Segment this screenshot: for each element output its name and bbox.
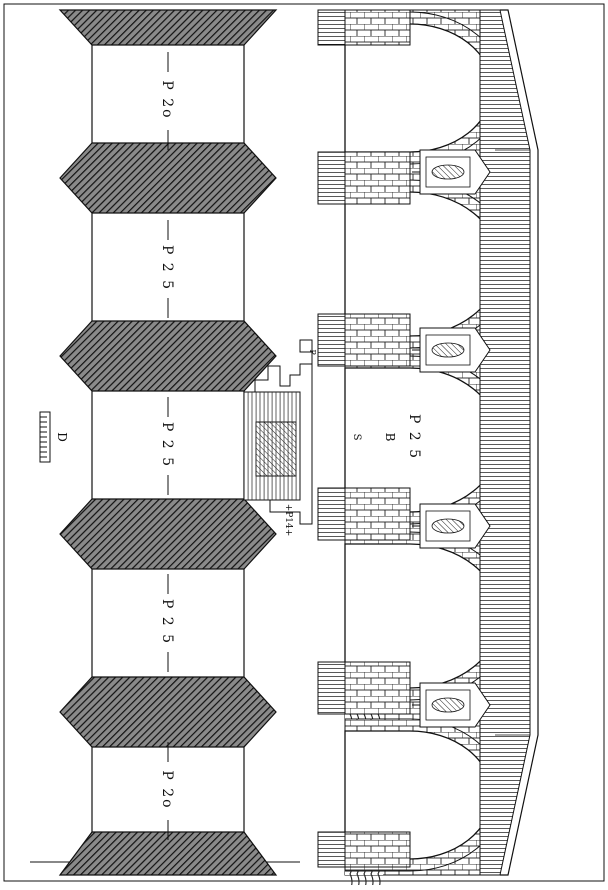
span-label: P 2 5 [159,245,175,291]
outer-frame [3,3,605,882]
bridge-plan: P 2o P 2 5 P 2 5 P 2 5 P 2o [30,9,300,876]
pier-cutwater [317,9,349,46]
niche-statue [431,697,465,713]
pier-shaft [344,831,411,868]
plan-pier [59,498,277,570]
niche-statue [431,164,465,180]
span-label: P 2o [159,770,175,809]
scale-letter: D [55,432,69,442]
plan-pier [59,676,277,748]
scale-bar: D [39,411,69,463]
plan-pier [58,831,278,876]
parapet [479,9,531,876]
pier-cutwater [317,151,349,205]
letter-b: B [383,433,397,442]
arch-span-label: P 2 5 [406,414,422,460]
span-label: P 2 5 [159,422,175,468]
niche-statue [431,342,465,358]
niche-statue [431,518,465,534]
letter-s: S [351,434,362,441]
pier-shaft [344,151,411,205]
pier-shaft [344,313,411,367]
pier-shaft [344,661,411,715]
span-label: P 2o [159,80,175,119]
pier-mark-p: P [308,349,317,355]
pier-section: +P14+ P [243,339,317,537]
span-label: P 2 5 [159,599,175,645]
pier-shaft [344,9,411,46]
plan-pier [58,9,278,46]
pier-shaft [344,487,411,541]
pier-cutwater [317,661,349,715]
bridge-elevation: B S P 2 5 [317,9,539,890]
plan-pier [59,320,277,392]
plan-pier [59,142,277,214]
parapet-cap [500,9,539,876]
pier-note: +P14+ [283,504,293,537]
pier-cutwater [317,831,349,868]
pier-cutwater [317,487,349,541]
pier-cutwater [317,313,349,367]
